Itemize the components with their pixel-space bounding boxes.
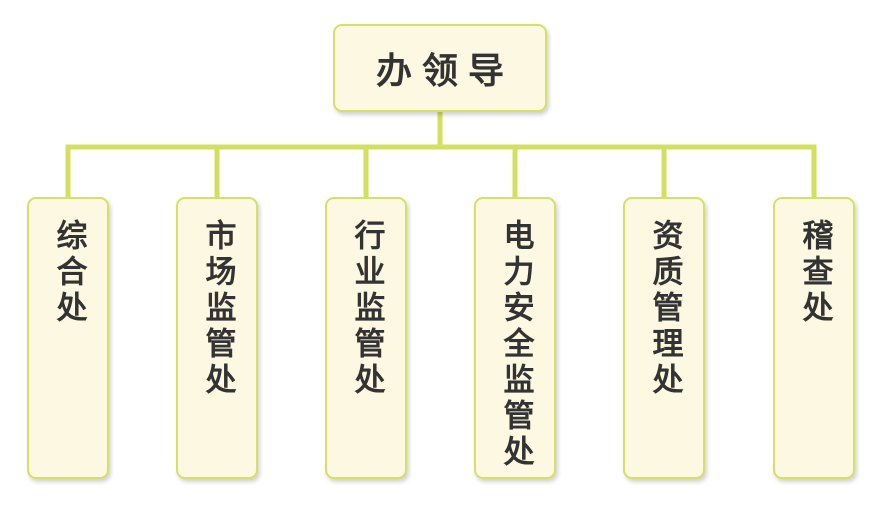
dept-node-label: 综合处 bbox=[50, 219, 87, 327]
dept-node-qualification-management: 资质管理处 bbox=[623, 197, 705, 479]
dept-node-general-office: 综合处 bbox=[27, 197, 109, 479]
root-node-label: 办领导 bbox=[375, 51, 514, 92]
dept-node-label: 市场监管处 bbox=[199, 219, 236, 399]
root-node: 办领导 bbox=[333, 24, 547, 112]
dept-node-inspection: 稽查处 bbox=[773, 197, 855, 479]
dept-node-power-safety-supervision: 电力安全监管处 bbox=[474, 197, 556, 479]
dept-node-label: 行业监管处 bbox=[348, 219, 385, 399]
dept-node-label: 电力安全监管处 bbox=[497, 219, 534, 471]
dept-node-label: 资质管理处 bbox=[646, 219, 683, 399]
dept-node-industry-supervision: 行业监管处 bbox=[325, 197, 407, 479]
dept-node-label: 稽查处 bbox=[796, 219, 833, 327]
dept-node-market-supervision: 市场监管处 bbox=[176, 197, 258, 479]
